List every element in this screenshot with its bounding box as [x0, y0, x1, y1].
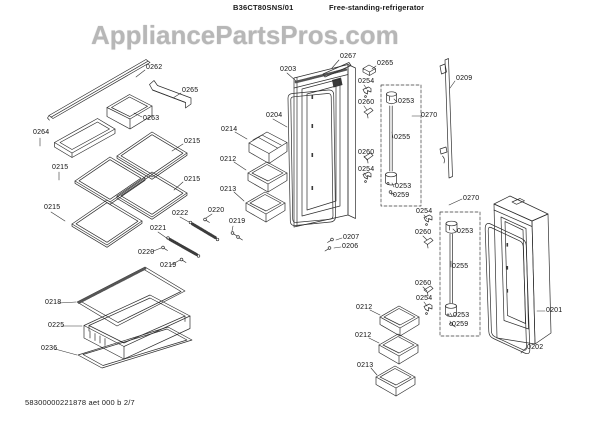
- trim-strip-0267: [322, 62, 352, 78]
- product-type: Free-standing-refrigerator: [329, 3, 425, 12]
- leader-line-0215: [50, 211, 66, 222]
- leader-line-0202: [520, 347, 527, 354]
- rod-0255-right: [449, 233, 453, 304]
- tray-0264: [54, 118, 116, 158]
- bin-0213-door: [245, 191, 286, 223]
- leader-line-0236: [54, 348, 78, 356]
- leader-line-0260: [363, 105, 368, 111]
- screw-0219-a: [230, 231, 238, 237]
- bracket-0254-d: [423, 303, 433, 315]
- door-0201: [493, 195, 552, 345]
- leader-line-0212: [369, 309, 381, 316]
- bin-0212-door: [247, 161, 288, 193]
- leader-line-0263: [133, 112, 143, 118]
- leader-line-0214: [234, 131, 248, 140]
- screw-0206: [324, 246, 332, 252]
- kit-box-0270-right: [439, 211, 481, 337]
- leader-line-0219: [170, 259, 181, 266]
- kit-box-0270-middle: [380, 84, 422, 207]
- rail-0221: [166, 236, 201, 258]
- clip-0260-d: [423, 285, 434, 297]
- cap-0253-bottom-right: [445, 303, 457, 317]
- leader-line-0265: [172, 92, 182, 99]
- screw-0220-a: [203, 217, 210, 223]
- leader-line-0220: [150, 247, 162, 253]
- bin-0213-b: [375, 365, 416, 397]
- handle-0209: [439, 58, 453, 179]
- leader-line-0219: [231, 225, 234, 232]
- leader-line-0207: [335, 237, 343, 241]
- leader-line-0254: [363, 172, 368, 178]
- leader-line-0254: [423, 214, 428, 220]
- leader-line-0215: [171, 143, 184, 152]
- leader-line-0204: [272, 118, 288, 128]
- drawer-0225: [83, 294, 191, 360]
- leader-line-0259: [390, 192, 393, 196]
- cap-0253-bottom-middle: [385, 171, 397, 186]
- screw-0219-b: [179, 257, 187, 263]
- top-rail-0262: [47, 59, 151, 121]
- screw-0259-middle: [388, 190, 396, 196]
- leader-line-0253: [449, 312, 453, 317]
- model-number: B36CT80SNS/01: [233, 3, 294, 12]
- leader-line-0253: [452, 228, 457, 233]
- leader-line-0267: [331, 59, 340, 69]
- rod-0255-middle: [389, 105, 393, 172]
- rail-0222: [188, 220, 220, 242]
- leader-line-0212: [368, 337, 380, 344]
- bin-0212-c: [378, 333, 419, 365]
- dish-0214: [248, 131, 288, 164]
- document-number: 58300000221878 aet 000 b 2/7: [25, 398, 135, 407]
- panel-0236: [77, 326, 193, 369]
- door-0203: [293, 64, 356, 228]
- watermark: AppliancePartsPros.com: [91, 20, 399, 50]
- leader-line-0253: [393, 98, 398, 103]
- screw-0220-b: [161, 245, 168, 251]
- box-0263: [106, 94, 153, 130]
- leader-line-0218: [58, 301, 77, 304]
- leader-line-0254: [423, 301, 428, 307]
- leader-line-0222: [179, 216, 190, 223]
- leader-line-0203: [286, 72, 297, 82]
- leader-line-0265: [371, 65, 377, 70]
- leader-lines: [39, 59, 546, 376]
- leader-line-0260: [422, 235, 428, 241]
- leader-line-0259: [449, 320, 452, 325]
- screw-0219-door: [236, 235, 243, 241]
- leader-line-0215: [173, 181, 184, 191]
- leader-line-0270: [448, 198, 463, 206]
- clip-0260-c: [423, 237, 434, 249]
- gasket-0202: [484, 223, 531, 355]
- leader-line-0221: [157, 231, 169, 240]
- leader-line-0213: [370, 367, 378, 376]
- cap-0253-top-middle: [386, 91, 397, 105]
- leader-line-0255: [391, 131, 394, 139]
- leader-line-0206: [333, 246, 342, 249]
- box-0265-small: [362, 64, 376, 76]
- clip-0260-a: [363, 107, 374, 119]
- cover-0218: [76, 266, 186, 327]
- gasket-0204: [287, 89, 336, 226]
- leader-line-0212: [233, 161, 247, 171]
- bracket-0265-left: [149, 80, 192, 109]
- cap-0253-top-right: [445, 220, 458, 234]
- leader-line-0254: [363, 84, 368, 90]
- leader-line-0220: [205, 213, 213, 219]
- leader-line-0209: [449, 80, 456, 89]
- leader-line-0213: [233, 191, 245, 202]
- screw-0207: [327, 237, 334, 243]
- bin-0212-b: [379, 305, 420, 337]
- leader-line-0260: [422, 286, 428, 292]
- leader-line-0253: [391, 182, 395, 188]
- leader-line-0260: [363, 155, 368, 161]
- leader-line-0262: [135, 69, 146, 78]
